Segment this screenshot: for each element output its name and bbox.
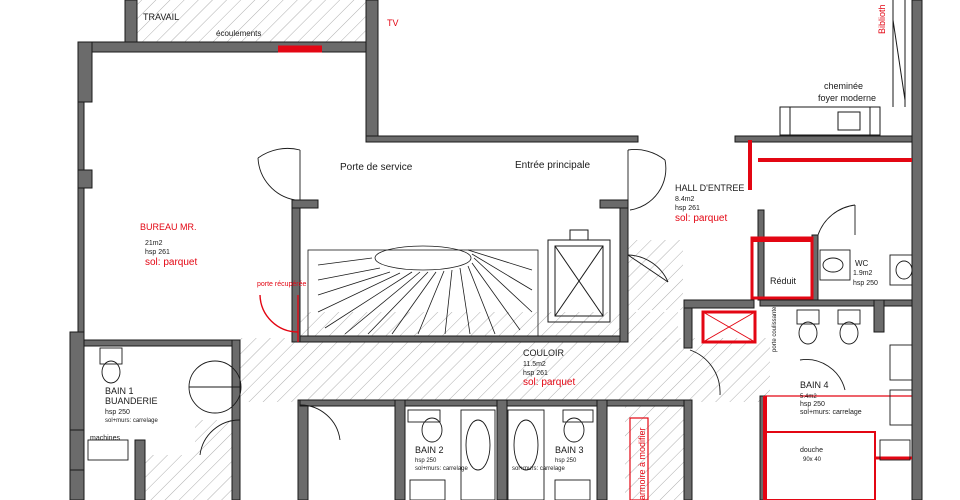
label-bain4-area: 5.4m2	[800, 394, 817, 400]
label-armoire: armoire à modifier	[637, 427, 647, 500]
label-hall-title: HALL D'ENTREE	[675, 183, 744, 193]
label-bain2-title: BAIN 2	[415, 445, 444, 455]
label-porte-vertical: porte coulissante	[772, 306, 778, 352]
label-bureau-sol: sol: parquet	[145, 257, 197, 268]
label-bain1-sol: sol+murs: carrelage	[105, 418, 159, 424]
label-wc-area: 1.9m2	[853, 270, 873, 277]
elevator	[547, 229, 611, 323]
red-modifications	[259, 45, 912, 500]
label-hall-sol: sol: parquet	[675, 213, 727, 224]
label-bain2-hsp: hsp 250	[415, 458, 437, 464]
label-machines: machines	[90, 435, 120, 442]
room-labels: TRAVAIL écoulements TV Biblioth cheminée…	[90, 4, 887, 500]
label-bibliotheque: Biblioth	[877, 4, 887, 34]
chimney	[779, 0, 906, 136]
label-bain3-title: BAIN 3	[555, 445, 584, 455]
label-couloir-hsp: hsp 261	[523, 370, 548, 377]
label-bain1-sub: BUANDERIE	[105, 396, 158, 406]
stairwell	[307, 245, 539, 337]
sanitary-fixtures	[87, 249, 913, 500]
label-couloir-title: COULOIR	[523, 348, 565, 358]
label-bureau-area: 21m2	[145, 240, 163, 247]
label-cheminee-1: cheminée	[824, 81, 863, 91]
label-entree-principale: Entrée principale	[515, 160, 590, 171]
label-porte-service: Porte de service	[340, 162, 413, 173]
label-bain3-hsp: hsp 250	[555, 458, 577, 464]
label-ecoulements: écoulements	[216, 29, 261, 38]
label-travail: TRAVAIL	[143, 12, 179, 22]
label-couloir-area: 11.5m2	[523, 361, 546, 368]
label-bain2-sol: sol+murs: carrelage	[415, 466, 469, 472]
label-hall-hsp: hsp 261	[675, 205, 700, 212]
label-bain4-title: BAIN 4	[800, 380, 829, 390]
label-couloir-sol: sol: parquet	[523, 377, 575, 388]
hatched-floors	[135, 0, 770, 500]
door-swings	[199, 147, 856, 456]
label-bain1-title: BAIN 1	[105, 386, 134, 396]
label-bain1-hsp: hsp 250	[105, 409, 130, 416]
label-bain3-sol: sol+murs: carrelage	[512, 466, 566, 472]
label-bain4-sol: sol+murs: carrelage	[800, 409, 862, 416]
label-douche-dim: 90x 40	[803, 457, 822, 463]
label-bureau-title: BUREAU MR.	[140, 222, 197, 232]
label-porte-recuperee: porte récupérée	[257, 281, 307, 288]
label-bain4-hsp: hsp 250	[800, 401, 825, 408]
label-douche: douche	[800, 447, 823, 454]
label-hall-area: 8.4m2	[675, 196, 695, 203]
label-bureau-hsp: hsp 261	[145, 249, 170, 256]
walls	[69, 0, 960, 500]
label-tv: TV	[387, 18, 399, 28]
label-reduit: Réduit	[770, 276, 797, 286]
label-cheminee-2: foyer moderne	[818, 93, 876, 103]
label-wc-hsp: hsp 250	[853, 280, 878, 287]
label-wc-title: WC	[855, 259, 869, 268]
